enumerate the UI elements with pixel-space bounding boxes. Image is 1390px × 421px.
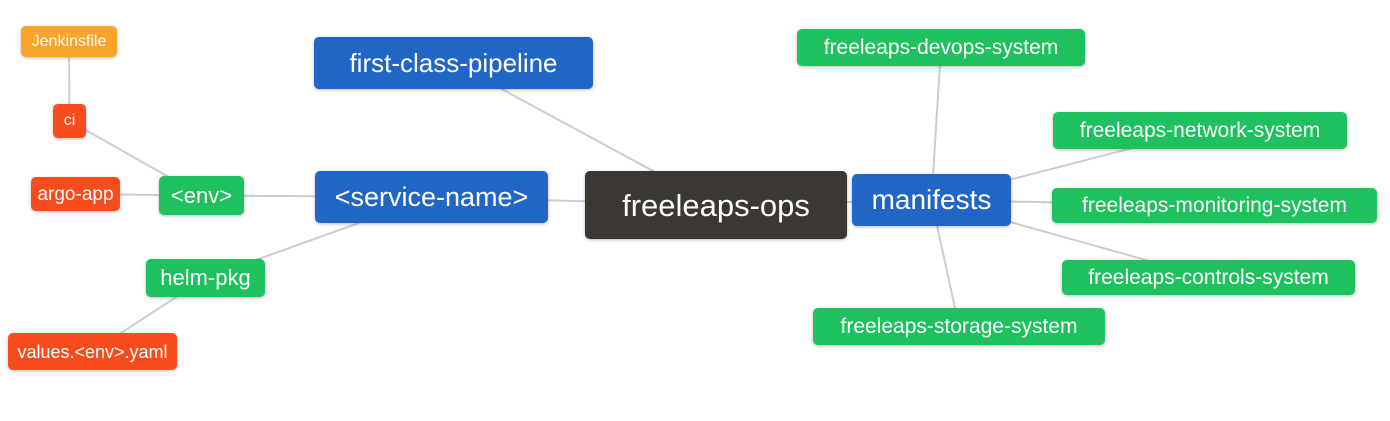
node-label-freeleaps-storage-system: freeleaps-storage-system: [840, 315, 1078, 338]
node-label-freeleaps-monitoring-system: freeleaps-monitoring-system: [1082, 194, 1347, 217]
node-label-first-class-pipeline: first-class-pipeline: [349, 48, 558, 78]
node-argo-app[interactable]: argo-app: [31, 177, 120, 211]
node-service-name[interactable]: <service-name>: [315, 171, 548, 223]
node-label-freeleaps-network-system: freeleaps-network-system: [1079, 119, 1321, 142]
node-ci[interactable]: ci: [53, 104, 86, 138]
node-label-env: <env>: [170, 182, 233, 208]
node-label-freeleaps-controls-system: freeleaps-controls-system: [1088, 266, 1329, 289]
node-freeleaps-devops-system[interactable]: freeleaps-devops-system: [797, 29, 1085, 66]
node-freeleaps-ops[interactable]: freeleaps-ops: [585, 171, 847, 239]
node-helm-pkg[interactable]: helm-pkg: [146, 259, 265, 297]
node-label-freeleaps-ops: freeleaps-ops: [622, 187, 810, 223]
node-freeleaps-controls-system[interactable]: freeleaps-controls-system: [1062, 260, 1355, 295]
node-label-argo-app: argo-app: [37, 183, 114, 205]
node-label-values-env-yaml: values.<env>.yaml: [17, 341, 168, 362]
node-jenkinsfile[interactable]: Jenkinsfile: [21, 26, 117, 57]
node-label-manifests: manifests: [871, 184, 992, 215]
node-first-class-pipeline[interactable]: first-class-pipeline: [314, 37, 593, 89]
node-env[interactable]: <env>: [159, 176, 244, 215]
node-label-jenkinsfile: Jenkinsfile: [31, 32, 107, 50]
node-freeleaps-storage-system[interactable]: freeleaps-storage-system: [813, 308, 1105, 345]
node-values-env-yaml[interactable]: values.<env>.yaml: [8, 333, 177, 370]
node-label-ci: ci: [63, 112, 76, 129]
node-freeleaps-network-system[interactable]: freeleaps-network-system: [1053, 112, 1347, 149]
node-label-helm-pkg: helm-pkg: [160, 265, 251, 290]
node-label-freeleaps-devops-system: freeleaps-devops-system: [823, 36, 1059, 59]
node-manifests[interactable]: manifests: [852, 174, 1011, 226]
node-freeleaps-monitoring-system[interactable]: freeleaps-monitoring-system: [1052, 188, 1377, 223]
node-label-service-name: <service-name>: [334, 181, 529, 212]
